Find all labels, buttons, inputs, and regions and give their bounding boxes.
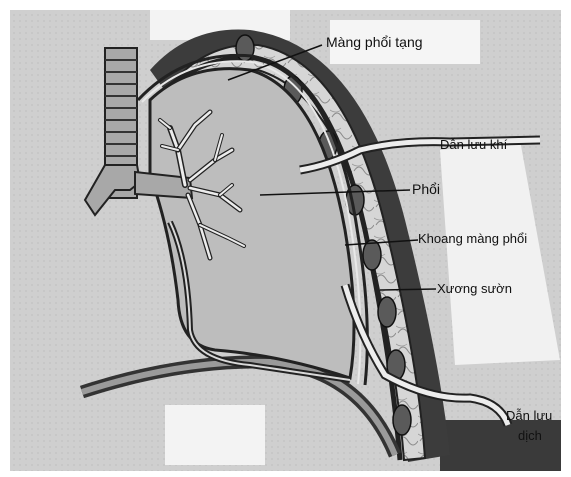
rib — [393, 405, 411, 435]
leader-rib — [380, 289, 436, 290]
rib — [363, 240, 381, 270]
label-lung: Phổi — [412, 181, 440, 197]
label-fluid-drain-line2: dịch — [518, 428, 542, 444]
label-air-drain: Dẫn lưu khí — [440, 137, 507, 153]
label-fluid-drain-line1: Dẫn lưu — [506, 408, 552, 424]
label-rib: Xương sườn — [437, 281, 512, 297]
label-visceral-pleura: Màng phổi tạng — [326, 34, 423, 50]
paper-scrap-bottom — [165, 405, 265, 465]
dark-corner-bottom-right — [440, 420, 561, 471]
label-pleural-space: Khoang màng phổi — [418, 231, 527, 247]
rib — [378, 297, 396, 327]
